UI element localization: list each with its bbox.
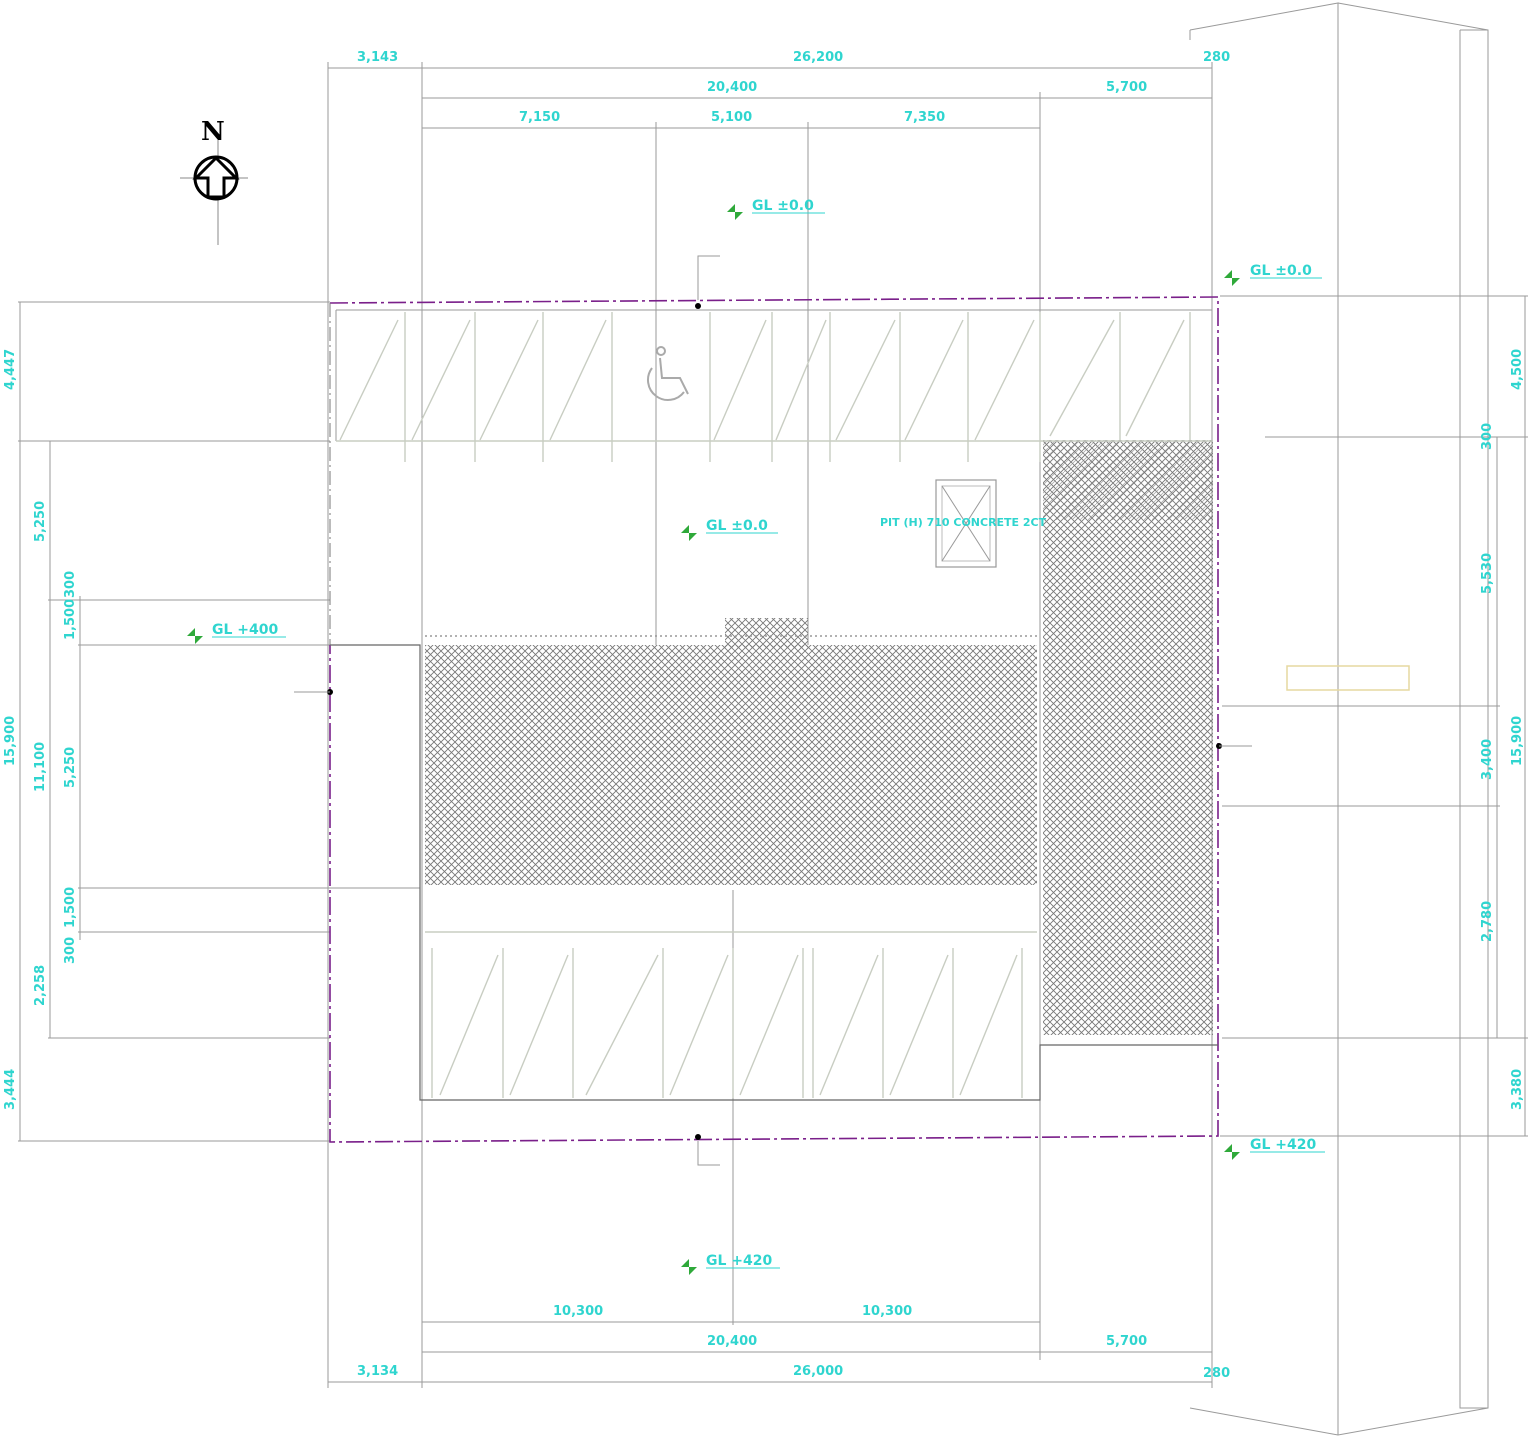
north-label: N bbox=[201, 117, 225, 147]
parking-stalls-top bbox=[336, 312, 1212, 462]
dim-left-middle: 5,250 bbox=[63, 747, 78, 788]
dim-left-small-c: 1,500 bbox=[63, 887, 78, 928]
adjacent-building bbox=[1189, 2, 1489, 1436]
dim-left-lowest: 3,444 bbox=[3, 1069, 18, 1110]
dim-bottom-overall-left: 3,134 bbox=[357, 1364, 398, 1379]
side-hatch-area bbox=[1043, 440, 1213, 1035]
dim-right-top: 4,500 bbox=[1510, 349, 1525, 390]
level-label-center: GL ±0.0 bbox=[706, 518, 768, 534]
level-marker-icon bbox=[1224, 1144, 1240, 1160]
dim-bottom-overall-main: 26,000 bbox=[793, 1364, 843, 1379]
dim-left-inner: 11,100 bbox=[33, 742, 48, 792]
dim-top-mid-right: 5,700 bbox=[1106, 80, 1147, 95]
level-label-left: GL +400 bbox=[212, 622, 278, 638]
level-marker-icon bbox=[187, 628, 203, 644]
building-outline bbox=[330, 309, 1218, 1101]
boundary-markers bbox=[294, 255, 1252, 1166]
dim-right-overall: 15,900 bbox=[1510, 716, 1525, 766]
dim-top-seg-b: 5,100 bbox=[711, 110, 752, 125]
dim-left-small-b: 300 bbox=[63, 571, 78, 598]
dim-top-overall-right: 280 bbox=[1203, 50, 1230, 65]
level-markers bbox=[187, 204, 1240, 1275]
dim-top-mid-main: 20,400 bbox=[707, 80, 757, 95]
level-marker-icon bbox=[727, 204, 743, 220]
dim-right-middle: 3,400 bbox=[1480, 739, 1495, 780]
dim-left-small-a: 1,500 bbox=[63, 599, 78, 640]
level-label-top-right: GL ±0.0 bbox=[1250, 263, 1312, 279]
dim-right-upper: 5,530 bbox=[1480, 553, 1495, 594]
dimension-lines bbox=[19, 67, 1526, 1383]
site-boundary bbox=[329, 296, 1219, 1143]
dim-bottom-seg-a: 10,300 bbox=[553, 1304, 603, 1319]
equipment-note: PIT (H) 710 CONCRETE 2CT bbox=[880, 516, 1047, 529]
level-label-top: GL ±0.0 bbox=[752, 198, 814, 214]
dim-bottom-overall-right: 280 bbox=[1203, 1366, 1230, 1381]
dim-left-overall: 15,900 bbox=[3, 716, 18, 766]
deck-hatch-area bbox=[425, 645, 1037, 885]
dim-top-overall-left: 3,143 bbox=[357, 50, 398, 65]
level-marker-icon bbox=[1224, 270, 1240, 286]
parking-stalls-bottom bbox=[425, 931, 1037, 1098]
level-underlines bbox=[212, 212, 1325, 1269]
level-marker-icon bbox=[681, 1259, 697, 1275]
dim-top-seg-a: 7,150 bbox=[519, 110, 560, 125]
dim-bottom-mid-main: 20,400 bbox=[707, 1334, 757, 1349]
level-marker-icon bbox=[681, 525, 697, 541]
ramp-hatch-area bbox=[725, 618, 808, 648]
north-arrow-icon bbox=[180, 140, 248, 245]
dim-bottom-seg-b: 10,300 bbox=[862, 1304, 912, 1319]
equipment-pit bbox=[935, 479, 997, 568]
level-label-bottom: GL +420 bbox=[706, 1253, 772, 1269]
dim-left-upper: 5,250 bbox=[33, 501, 48, 542]
dim-right-lowest: 3,380 bbox=[1510, 1069, 1525, 1110]
dim-left-bottom: 2,258 bbox=[33, 965, 48, 1006]
dim-right-lower: 2,780 bbox=[1480, 901, 1495, 942]
dim-right-small: 300 bbox=[1480, 423, 1495, 450]
dim-bottom-mid-right: 5,700 bbox=[1106, 1334, 1147, 1349]
dim-top-overall-main: 26,200 bbox=[793, 50, 843, 65]
dim-left-small-d: 300 bbox=[63, 937, 78, 964]
level-label-bottom-right: GL +420 bbox=[1250, 1137, 1316, 1153]
accessible-parking-icon bbox=[647, 346, 689, 401]
dim-top-seg-c: 7,350 bbox=[904, 110, 945, 125]
dim-left-top: 4,447 bbox=[3, 349, 18, 390]
